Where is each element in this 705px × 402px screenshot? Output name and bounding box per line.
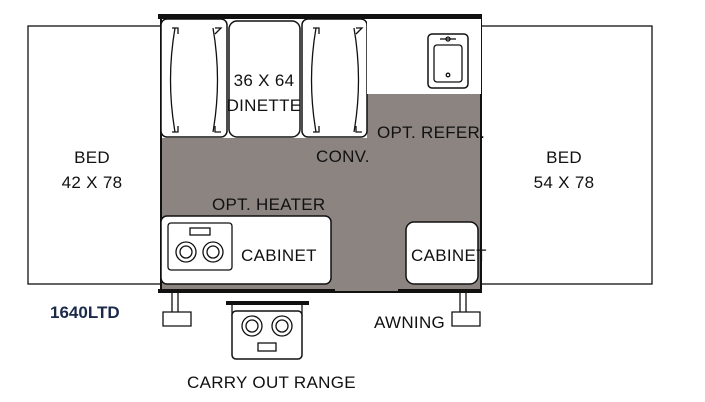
awning-label: AWNING: [374, 313, 445, 332]
burner-icon: [179, 245, 193, 259]
bed-right-size: 54 X 78: [534, 173, 595, 192]
seat-arrows: [172, 27, 364, 133]
burner-icon: [241, 315, 263, 337]
burner-icon: [206, 245, 220, 259]
jack-right: [451, 293, 481, 327]
opt-refer-label: OPT. REFER.: [377, 123, 485, 142]
bed-left-label: BED: [74, 148, 110, 167]
bottom-wall-left: [158, 289, 335, 293]
cabinet-right: [405, 221, 479, 285]
bottom-wall-right: [398, 289, 482, 293]
dinette-seat-left: [160, 18, 228, 138]
cabinet-right-label: CABINET: [411, 246, 487, 265]
bed-right-label: BED: [546, 148, 582, 167]
jack-left: [162, 293, 192, 327]
burner-icon: [271, 315, 293, 337]
seat-left-curves: [169, 27, 219, 133]
opt-heater-label: OPT. HEATER: [212, 195, 326, 214]
drain-icon: [445, 72, 451, 78]
sink-basin: [427, 33, 469, 89]
range-knobs: [257, 342, 277, 352]
sink-inner: [433, 44, 463, 83]
dinette-size: 36 X 64: [234, 71, 295, 90]
carry-out-range-top: [226, 301, 309, 305]
stove-knobs: [189, 227, 211, 236]
dinette-table: [228, 20, 301, 138]
burner-icon: [175, 241, 197, 263]
seat-right-curves: [310, 27, 360, 133]
burner-icon: [202, 241, 224, 263]
burner-icon: [245, 319, 259, 333]
dinette-label: DINETTE: [227, 96, 302, 115]
bed-left-size: 42 X 78: [62, 173, 123, 192]
carry-out-range-label: CARRY OUT RANGE: [187, 373, 356, 392]
cabinet-left: [160, 215, 332, 285]
top-wall: [158, 14, 482, 19]
burner-icon: [275, 319, 289, 333]
cabinet-left-label: CABINET: [241, 246, 317, 265]
model-number: 1640LTD: [50, 303, 120, 322]
carry-out-range: [231, 310, 303, 360]
conv-label: CONV.: [316, 147, 370, 166]
stove: [167, 222, 233, 271]
